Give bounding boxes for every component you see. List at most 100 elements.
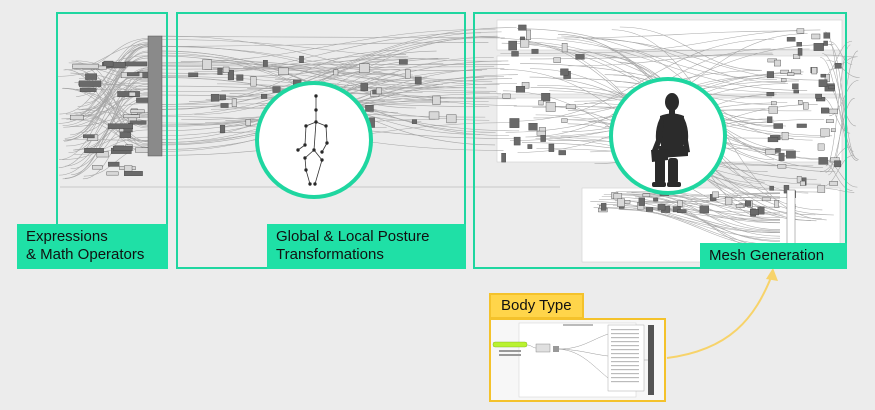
component-node bbox=[124, 165, 133, 172]
component-node bbox=[672, 206, 681, 213]
component-node bbox=[541, 93, 551, 102]
wire bbox=[80, 83, 149, 133]
component-node bbox=[766, 71, 774, 79]
component-node bbox=[797, 48, 803, 56]
slider-stack bbox=[147, 35, 163, 157]
component-node bbox=[536, 130, 546, 136]
wire bbox=[161, 28, 496, 64]
component-node bbox=[365, 105, 374, 112]
wire bbox=[611, 29, 821, 52]
component-node bbox=[712, 191, 719, 198]
component-node bbox=[272, 86, 281, 93]
wire bbox=[161, 35, 500, 85]
component-node bbox=[188, 72, 199, 78]
wire bbox=[204, 54, 407, 71]
wire bbox=[619, 26, 762, 71]
component-node bbox=[538, 100, 544, 106]
wire bbox=[161, 27, 517, 105]
component-node bbox=[245, 119, 251, 126]
component-node bbox=[829, 181, 838, 186]
component-node bbox=[765, 149, 776, 155]
component-node bbox=[638, 197, 645, 206]
wire bbox=[58, 67, 149, 168]
component-node bbox=[771, 101, 777, 106]
component-node bbox=[210, 93, 220, 102]
wire bbox=[59, 97, 149, 176]
wire bbox=[161, 31, 502, 110]
component-node bbox=[775, 148, 781, 153]
arrow-head-icon bbox=[766, 268, 778, 281]
posture-label: Global & Local Posture Transformations bbox=[267, 224, 466, 269]
component-node bbox=[107, 123, 133, 130]
component-node bbox=[227, 70, 234, 81]
component-node bbox=[777, 164, 787, 169]
wire bbox=[83, 88, 149, 120]
wire bbox=[500, 48, 810, 54]
component-node bbox=[123, 114, 140, 119]
component-node bbox=[85, 73, 98, 80]
mesh-label-text: Mesh Generation bbox=[709, 247, 825, 264]
wire bbox=[86, 67, 149, 149]
component-node bbox=[545, 102, 556, 112]
wire bbox=[63, 43, 149, 71]
body-type-arrow bbox=[666, 274, 773, 359]
component-node bbox=[261, 93, 268, 99]
component-node bbox=[527, 144, 533, 149]
component-node bbox=[646, 207, 654, 212]
component-node bbox=[219, 94, 226, 101]
wire bbox=[161, 32, 482, 76]
component-node bbox=[548, 143, 555, 152]
wire bbox=[568, 52, 773, 67]
skeleton-stick-figure-icon bbox=[296, 94, 329, 186]
component-node bbox=[783, 185, 790, 194]
component-node bbox=[796, 28, 805, 34]
wire bbox=[161, 64, 483, 72]
component-node bbox=[768, 106, 778, 114]
component-node bbox=[699, 205, 709, 214]
wire bbox=[78, 119, 149, 146]
wire bbox=[62, 136, 149, 160]
wire bbox=[75, 69, 149, 142]
component-node bbox=[744, 200, 752, 207]
component-node bbox=[117, 91, 140, 98]
wire bbox=[161, 65, 497, 92]
component-node bbox=[750, 208, 759, 216]
component-node bbox=[520, 39, 530, 48]
component-node bbox=[126, 72, 140, 77]
mesh-label: Mesh Generation bbox=[700, 243, 847, 269]
component-node bbox=[513, 136, 521, 146]
wire bbox=[161, 36, 496, 110]
component-node bbox=[769, 185, 774, 191]
component-node bbox=[278, 67, 289, 76]
wire bbox=[583, 38, 819, 81]
component-node bbox=[502, 93, 511, 99]
body-type-preview bbox=[489, 318, 666, 402]
component-node bbox=[398, 59, 408, 65]
wire bbox=[824, 54, 856, 58]
component-node bbox=[781, 78, 787, 82]
component-node bbox=[112, 145, 133, 151]
component-node bbox=[834, 160, 842, 168]
component-node bbox=[767, 116, 773, 123]
component-node bbox=[84, 148, 104, 153]
component-node bbox=[83, 134, 95, 139]
wire bbox=[180, 61, 395, 74]
component-node bbox=[125, 61, 148, 67]
component-node bbox=[405, 69, 411, 79]
wire bbox=[161, 54, 517, 106]
component-node bbox=[617, 198, 625, 207]
component-node bbox=[501, 153, 506, 163]
component-node bbox=[657, 204, 666, 211]
component-node bbox=[72, 63, 99, 69]
component-node bbox=[236, 74, 244, 81]
component-node bbox=[735, 204, 744, 208]
component-node bbox=[818, 79, 828, 87]
component-node bbox=[360, 83, 369, 91]
component-node bbox=[792, 83, 799, 90]
component-node bbox=[786, 37, 796, 42]
wire bbox=[70, 46, 149, 136]
wire bbox=[639, 193, 781, 203]
body-type-label: Body Type bbox=[489, 293, 584, 319]
component-node bbox=[79, 80, 102, 87]
